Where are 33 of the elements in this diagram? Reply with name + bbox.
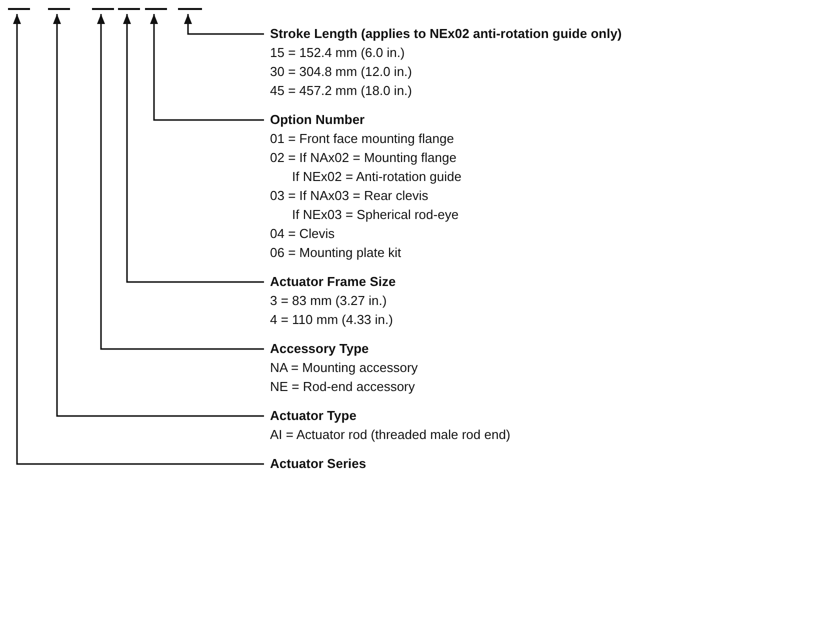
leader-arrow: [150, 14, 264, 121]
code-definition: NA = Mounting accessory: [270, 359, 418, 377]
code-definition: NE = Rod-end accessory: [270, 378, 415, 396]
code-definition: 30 = 304.8 mm (12.0 in.): [270, 63, 412, 81]
leader-arrow: [184, 14, 264, 35]
blank-line: [145, 8, 167, 10]
leader-arrow: [13, 14, 264, 465]
blank-line: [118, 8, 140, 10]
field-heading: Actuator Type: [270, 407, 356, 425]
leader-arrow: [123, 14, 264, 283]
code-definition: 4 = 110 mm (4.33 in.): [270, 311, 393, 329]
code-definition: 06 = Mounting plate kit: [270, 244, 402, 262]
code-definition: 03 = If NAx03 = Rear clevis: [270, 187, 428, 205]
code-definition: 3 = 83 mm (3.27 in.): [270, 292, 387, 310]
blank-line: [48, 8, 70, 10]
code-definition: 01 = Front face mounting flange: [270, 130, 454, 148]
leader-arrow: [97, 14, 264, 350]
leader-arrow: [53, 14, 264, 417]
blank-line: [8, 8, 30, 10]
field-heading: Option Number: [270, 111, 365, 129]
code-definition: If NEx02 = Anti-rotation guide: [292, 168, 462, 186]
code-definition: AI = Actuator rod (threaded male rod end): [270, 426, 510, 444]
blank-line: [92, 8, 114, 10]
field-heading: Stroke Length (applies to NEx02 anti-rotation guide only): [270, 25, 622, 43]
code-definition: 04 = Clevis: [270, 225, 335, 243]
code-definition: 45 = 457.2 mm (18.0 in.): [270, 82, 412, 100]
field-heading: Actuator Series: [270, 455, 366, 473]
code-definition: 02 = If NAx02 = Mounting flange: [270, 149, 456, 167]
field-heading: Actuator Frame Size: [270, 273, 396, 291]
code-definition: 15 = 152.4 mm (6.0 in.): [270, 44, 405, 62]
field-heading: Accessory Type: [270, 340, 369, 358]
blank-line: [178, 8, 202, 10]
code-definition: If NEx03 = Spherical rod-eye: [292, 206, 459, 224]
